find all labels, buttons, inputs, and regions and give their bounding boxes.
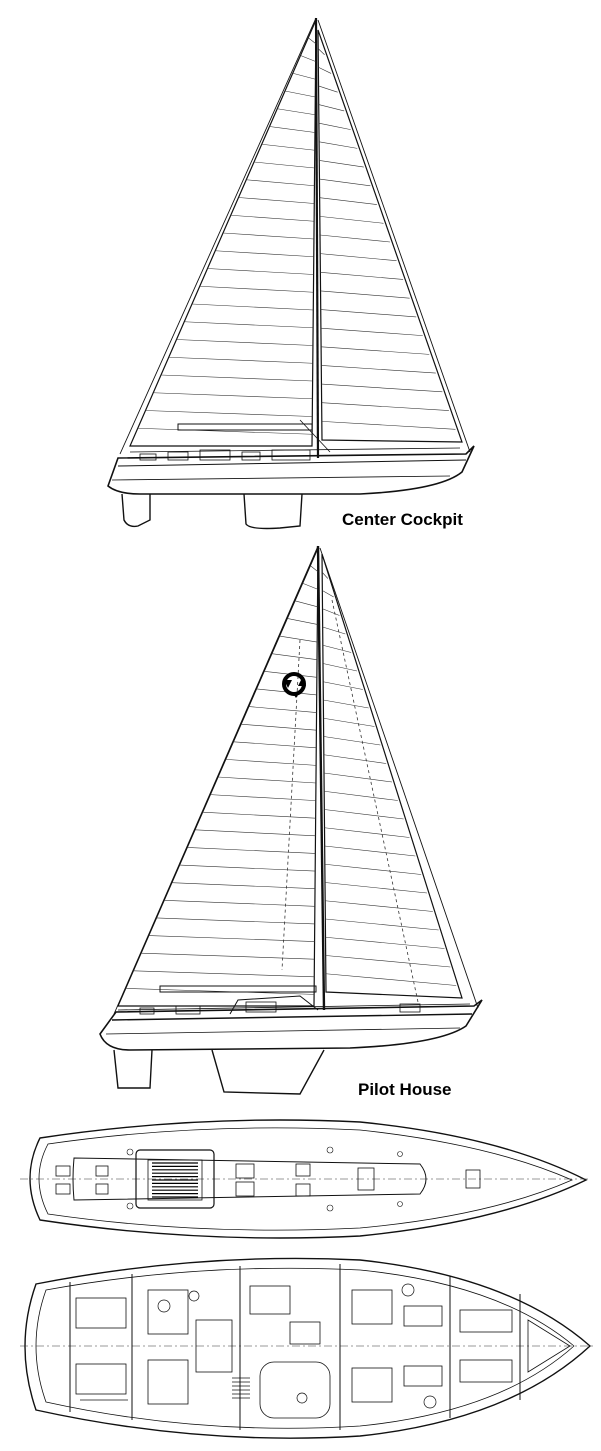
mast bbox=[314, 17, 320, 459]
hull bbox=[107, 445, 475, 495]
cabin-furniture bbox=[75, 1285, 571, 1419]
keel bbox=[121, 493, 151, 528]
mainsail bbox=[321, 553, 463, 999]
mast bbox=[316, 545, 326, 1011]
sail-seams bbox=[137, 37, 456, 435]
pilot-house-sail-plan bbox=[99, 545, 483, 1095]
interior-layout-drawing bbox=[20, 1257, 594, 1439]
deck-plan bbox=[0, 1108, 601, 1250]
sail-seams bbox=[125, 565, 457, 995]
mainsail bbox=[317, 29, 463, 443]
sail-logo-icon bbox=[282, 672, 306, 698]
rudder bbox=[211, 1049, 325, 1095]
fixtures bbox=[80, 1283, 437, 1409]
deck-hatches bbox=[55, 1163, 481, 1197]
deck-hardware bbox=[117, 1001, 471, 1015]
pilot-house-elevation: Pilot House bbox=[0, 540, 601, 1108]
rudder bbox=[243, 493, 303, 530]
companionway-stairs bbox=[232, 1377, 250, 1399]
center-cockpit-caption: Center Cockpit bbox=[342, 510, 463, 529]
deck-hardware bbox=[129, 419, 461, 461]
bulkheads bbox=[69, 1264, 521, 1430]
center-cockpit-elevation: Center Cockpit bbox=[0, 0, 601, 540]
deck-plan-drawing bbox=[20, 1119, 590, 1239]
cabin-trunk bbox=[72, 1157, 427, 1201]
cockpit-grating bbox=[152, 1162, 198, 1198]
boom bbox=[177, 423, 313, 431]
center-cockpit-sail-plan bbox=[107, 17, 475, 530]
cockpit bbox=[135, 1149, 215, 1209]
boom bbox=[159, 985, 317, 993]
pilot-house bbox=[229, 995, 319, 1015]
interior-layout bbox=[0, 1250, 601, 1451]
hull bbox=[99, 999, 483, 1051]
keel bbox=[113, 1049, 153, 1089]
interior-hull-outline bbox=[24, 1257, 592, 1439]
deck-hull-outline bbox=[29, 1119, 588, 1239]
pilot-house-caption: Pilot House bbox=[358, 1080, 452, 1099]
